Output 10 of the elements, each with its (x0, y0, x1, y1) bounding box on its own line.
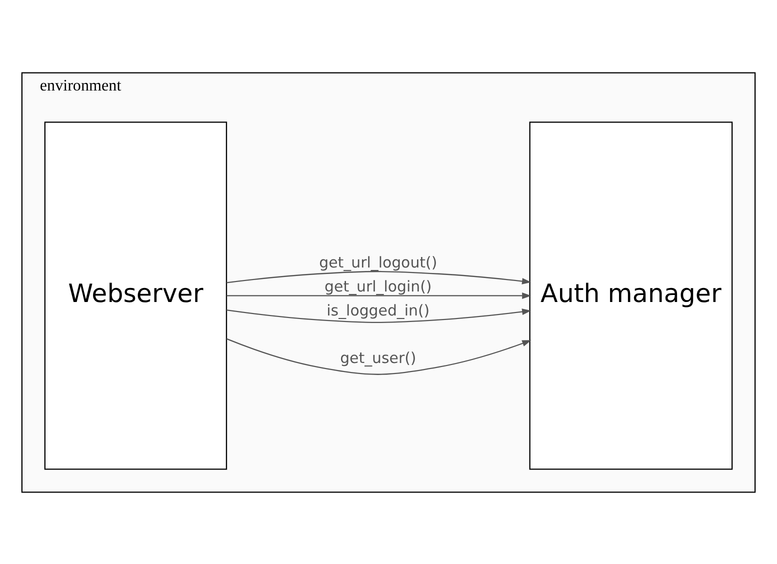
node-box: Webserver (44, 121, 228, 470)
node-box: Auth manager (529, 121, 733, 470)
arrow (226, 270, 532, 284)
arrow (226, 338, 532, 374)
arrow (226, 292, 532, 298)
edge-label: get_url_login() (324, 277, 432, 296)
edge-label: get_url_logout() (319, 252, 438, 271)
edge-label: is_logged_in() (326, 301, 430, 320)
arrow (226, 308, 532, 323)
edge-label: get_user() (340, 348, 416, 366)
